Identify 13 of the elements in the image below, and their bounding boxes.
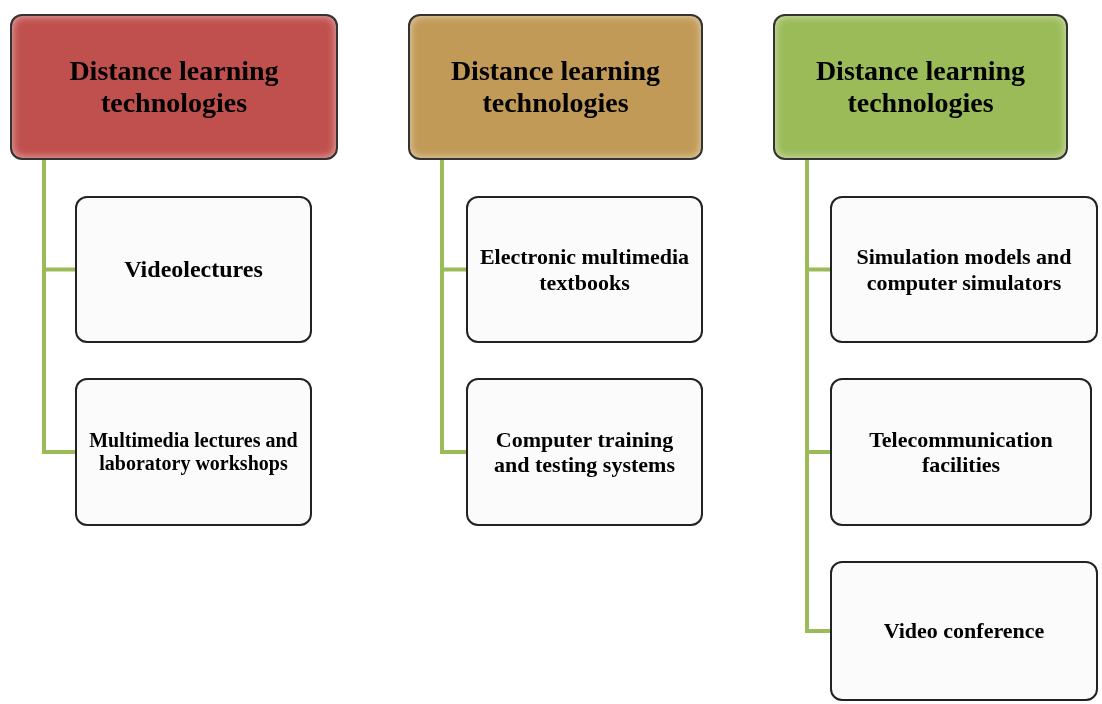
item-box: Telecommunication facilities (830, 378, 1092, 526)
item-box: Electronic multimedia textbooks (466, 196, 703, 343)
item-box: Video conference (830, 561, 1098, 701)
connector-line (42, 160, 75, 454)
connector-line (440, 160, 466, 454)
header-box: Distance learning technologies (773, 14, 1068, 160)
item-box: Computer training and testing systems (466, 378, 703, 526)
item-box: Videolectures (75, 196, 312, 343)
item-box: Simulation models and computer simulators (830, 196, 1098, 343)
connector-line (805, 160, 830, 633)
header-box: Distance learning technologies (408, 14, 703, 160)
header-box: Distance learning technologies (10, 14, 338, 160)
item-box: Multimedia lectures and laboratory workshops (75, 378, 312, 526)
